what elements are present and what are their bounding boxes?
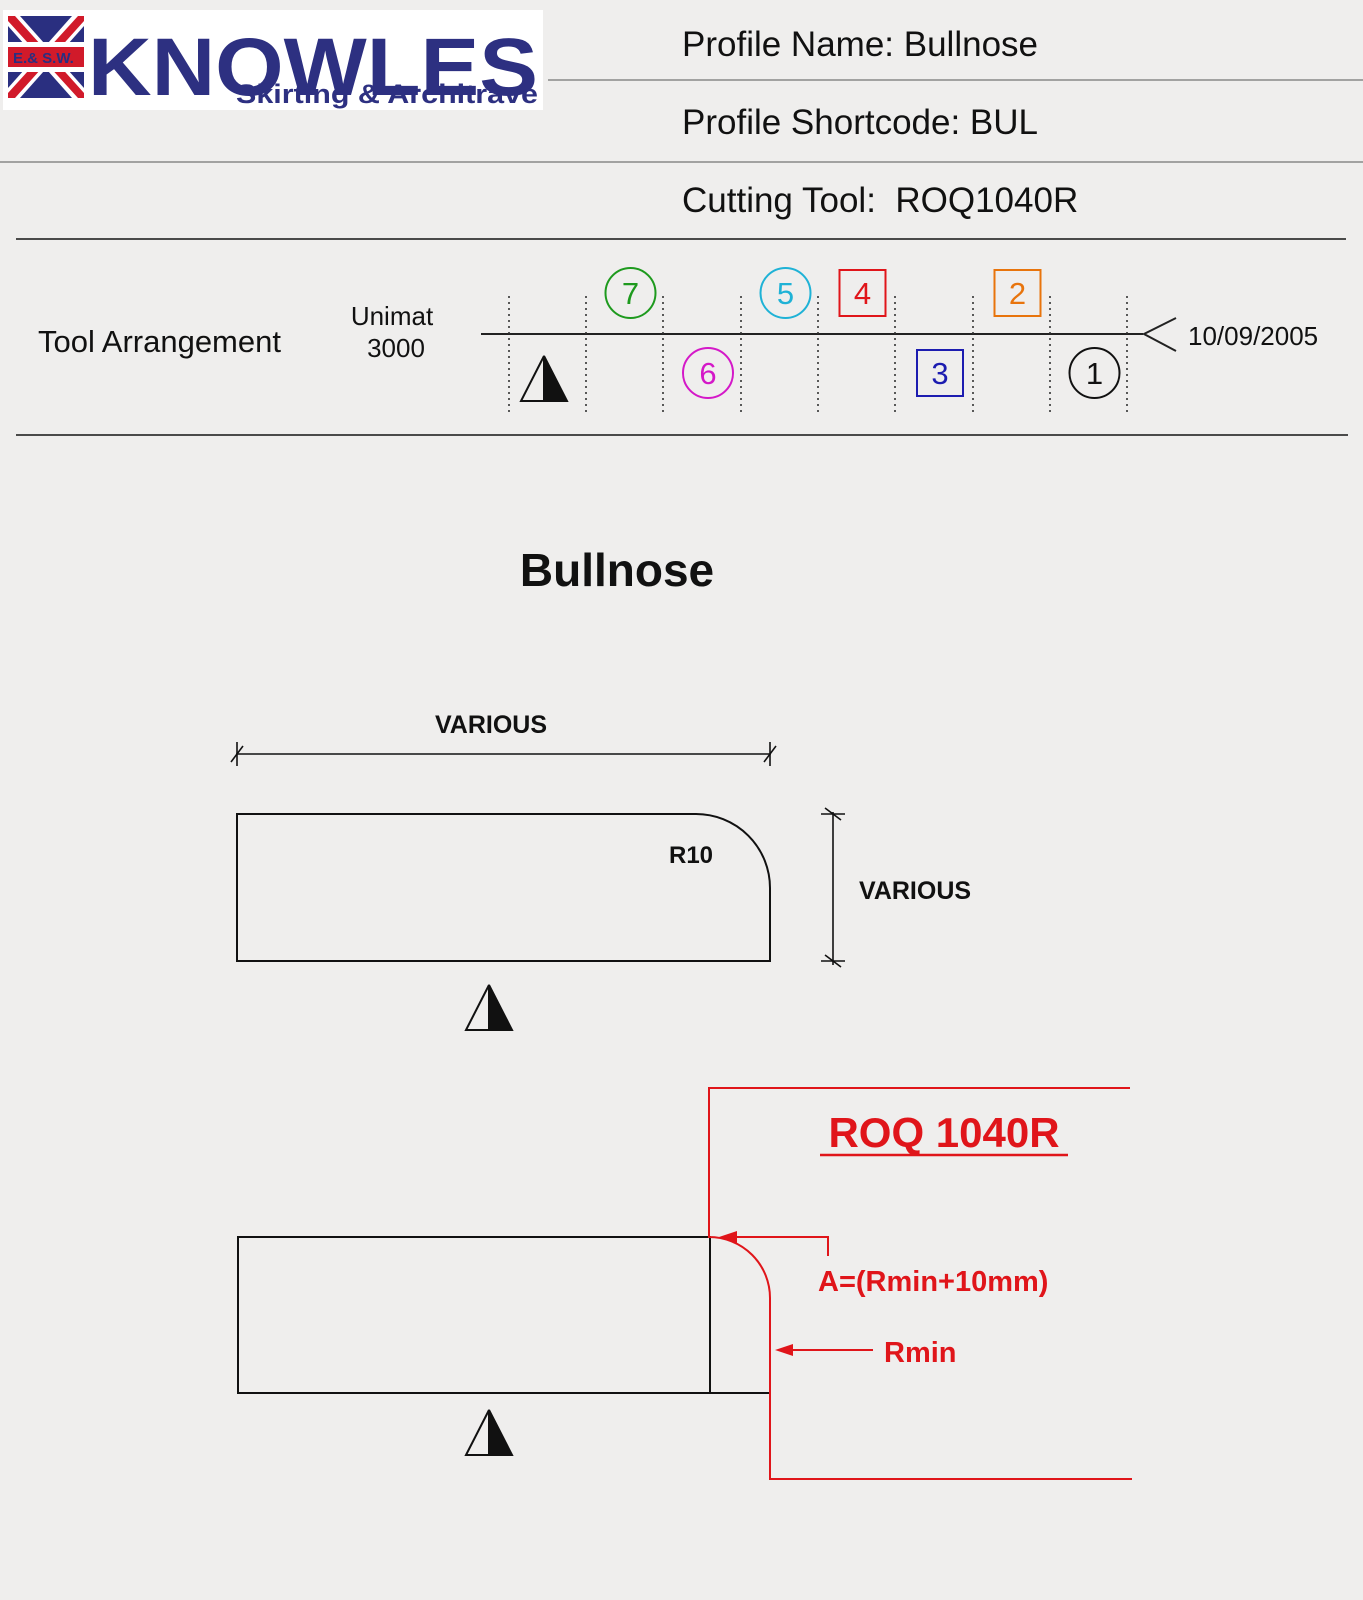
cutter-drawing: ROQ 1040R A=(Rmin+10mm) Rmin: [237, 1087, 1132, 1480]
machine-name-line1: Unimat: [351, 301, 434, 331]
width-dimension-line: [230, 742, 777, 766]
tool-badge-circle-icon: [604, 267, 657, 319]
profile-shortcode-label: Profile Shortcode: BUL: [682, 103, 1038, 142]
workpiece-outline: [237, 1236, 711, 1394]
rmin-arrow-icon: [775, 1344, 793, 1356]
arrangement-date: 10/09/2005: [1188, 321, 1318, 351]
profile-drawing: Bullnose VARIOUS R10 VARIOUS: [230, 544, 971, 1031]
dimension-a-leader: [730, 1236, 829, 1256]
tool-badge-4: 4: [838, 269, 887, 317]
datum-marker-icon: [464, 984, 514, 1031]
knowles-logo: E.& S.W. KNOWLES Skirting & Architrave: [3, 10, 543, 113]
header-info: Profile Name: Bullnose Profile Shortcode…: [0, 25, 1363, 240]
tool-badge-square-icon: [993, 269, 1042, 317]
tool-badge-circle-icon: [759, 267, 812, 319]
tool-badge-circle-icon: [682, 347, 734, 399]
cutter-outline: [708, 1087, 1132, 1480]
tool-badge-number: 1: [1086, 356, 1103, 391]
tool-badge-5: 5: [759, 267, 812, 319]
feed-direction-arrow-icon: [1141, 317, 1177, 352]
logo-brand-text: KNOWLES: [88, 22, 538, 113]
height-dimension-label: VARIOUS: [859, 877, 971, 905]
machine-name-line2: 3000: [367, 333, 425, 363]
height-dimension-line: [821, 807, 845, 968]
profile-title: Bullnose: [520, 544, 714, 596]
tool-badge-3: 3: [916, 349, 964, 397]
cutting-tool-label: Cutting Tool: ROQ1040R: [682, 181, 1078, 220]
logo-badge-text: E.& S.W.: [13, 50, 74, 67]
tool-badges: 1 2 3 4 5 6 7: [604, 267, 1121, 399]
tool-badge-circle-icon: [1068, 347, 1121, 399]
dimension-a-label: A=(Rmin+10mm): [818, 1266, 1048, 1298]
dimension-a-arrow-icon: [719, 1231, 737, 1243]
tool-arrangement-label: Tool Arrangement: [38, 324, 281, 359]
tool-badge-number: 4: [854, 276, 871, 311]
tool-arrangement: Tool Arrangement Unimat 3000 10/09/2005 …: [16, 267, 1348, 436]
tool-badge-square-icon: [838, 269, 887, 317]
tool-badge-2: 2: [993, 269, 1042, 317]
rmin-label: Rmin: [884, 1337, 957, 1369]
tool-badge-number: 2: [1009, 276, 1026, 311]
union-flag-icon: [8, 16, 84, 98]
tool-badge-number: 3: [931, 356, 948, 391]
cutter-title: ROQ 1040R: [828, 1109, 1059, 1156]
datum-marker-icon: [464, 1409, 514, 1456]
datum-marker-icon: [519, 355, 569, 402]
tool-badge-number: 7: [622, 276, 639, 311]
width-dimension-label: VARIOUS: [435, 711, 547, 739]
tool-badge-7: 7: [604, 267, 657, 319]
profile-outline: [236, 813, 771, 962]
logo-background: [3, 10, 543, 110]
tool-badge-number: 6: [699, 356, 716, 391]
logo-tagline-text: Skirting & Architrave: [236, 79, 538, 109]
workpiece-edges: [238, 1236, 770, 1394]
radius-label: R10: [669, 842, 713, 869]
station-dividers: [508, 296, 1128, 412]
profile-name-label: Profile Name: Bullnose: [682, 25, 1038, 64]
tool-badge-1: 1: [1068, 347, 1121, 399]
tool-badge-square-icon: [916, 349, 964, 397]
tool-badge-number: 5: [777, 276, 794, 311]
tool-badge-6: 6: [682, 347, 734, 399]
